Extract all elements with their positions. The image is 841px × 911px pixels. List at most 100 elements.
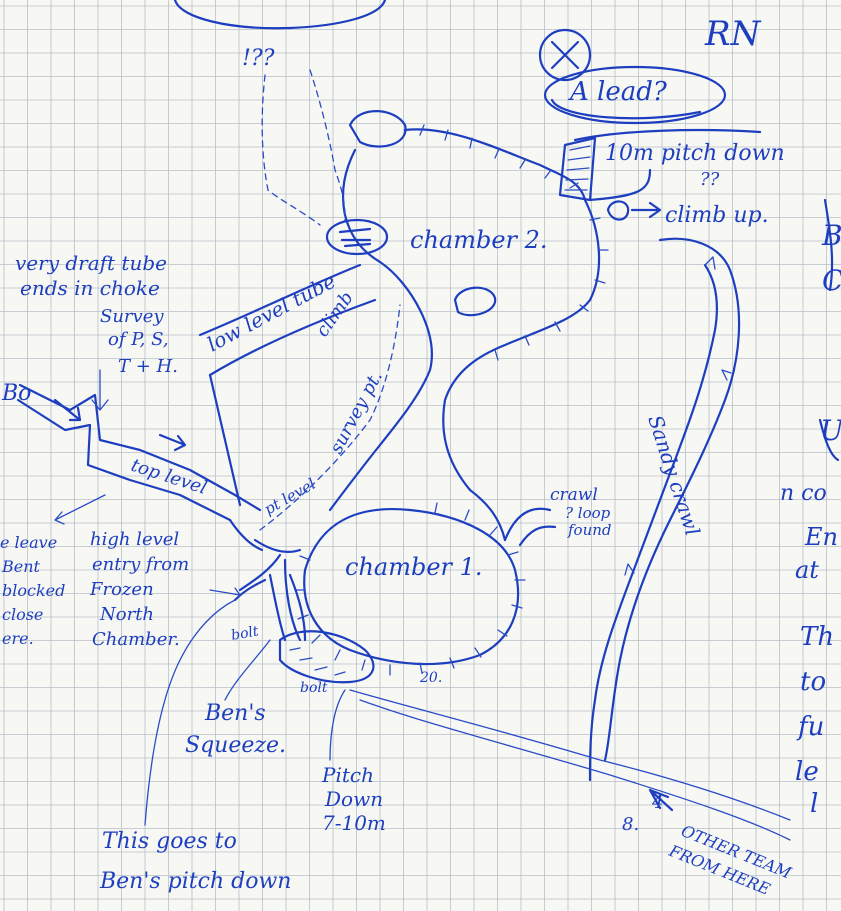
low-level-tube-upper [198,263,362,337]
top-oval-outline [173,0,387,30]
boulder-loop [348,110,407,148]
high-level-label-4: North [99,604,154,625]
pt-level-label: pt level [261,475,319,519]
a-lead-ellipse [543,65,727,125]
draft-tube-label-2: ends in choke [20,276,160,300]
chamber-2-pitch-marker [325,218,389,256]
left-note-5: ere. [2,629,34,648]
x-station-circle [538,28,592,82]
right-margin-u: U [820,414,841,447]
left-note-3: blocked [2,581,65,600]
pitch-box-hatching [564,145,591,191]
survey-leg-2 [261,74,321,226]
crawl-label-1: crawl [550,485,598,505]
top-level-label: top level [128,455,209,499]
crawl-loop [503,507,557,547]
survey-label-3: T + H. [118,356,178,377]
chamber-2-pitch-scribble [338,227,372,248]
low-level-tube-end [208,373,242,507]
right-margin-fu: fu [796,712,824,742]
a-lead-inner-ellipse [550,98,702,120]
pitch-qmarks-label: ?? [700,169,720,190]
left-note-1: e leave [0,533,57,552]
right-margin-c: C [822,264,841,297]
pitch-10m-label: 10m pitch down [605,141,785,166]
survey-line-east-2 [359,699,791,841]
leader-goes-to [144,599,236,826]
survey-leg-3 [309,69,346,221]
high-level-label-1: high level [90,529,179,550]
low-level-tube-lower [208,298,377,377]
bolt-oval [278,630,375,684]
pitch-down-label-1: Pitch [321,763,374,787]
draft-arrow-2 [158,433,187,452]
chamber-2-boulder [453,286,497,317]
sandy-crawl-arrow-3 [624,563,635,576]
sandy-crawl-arrow-2 [721,369,732,381]
leader-draft-tube [91,369,109,411]
station-4-label: 4 [651,792,663,813]
survey-pt-label: survey pt. [326,367,387,457]
high-level-label-2: entry from [92,554,189,575]
bens-squeeze-label-1: Ben's [204,701,266,726]
right-margin-co: n co [780,481,827,506]
high-level-label-5: Chamber. [92,629,180,650]
junction-branch-3 [268,573,307,642]
high-level-label-3: Frozen [89,579,154,600]
right-margin-at: at [795,556,819,584]
draft-passage-south-wall [16,398,232,522]
chamber-2-outline [403,128,601,542]
other-team-arrow [648,788,674,812]
bo-label: Bo [1,381,31,406]
left-note-2: Bent [1,557,41,576]
sandy-crawl-east-wall [603,237,741,762]
crawl-label-3: found [567,521,612,539]
right-margin-to: to [800,667,826,697]
rn-label: RN [704,14,762,54]
climb-up-loop [606,200,630,221]
survey-line-east [349,689,791,821]
right-margin-l: l [810,789,818,819]
bolt-label-2: bolt [300,680,328,696]
right-margin-le: le [795,757,819,787]
climb-up-label: climb up. [665,203,769,228]
chamber-2-hatching [419,124,609,361]
leader-bens-squeeze [224,639,271,701]
sandy-crawl-west-wall [588,263,719,782]
right-margin-bracket [818,198,840,462]
leader-pitch-down [329,689,346,761]
chamber-1-label: chamber 1. [345,553,483,581]
sandy-crawl-arrow-1 [704,256,716,270]
pitch-down-label-2: Down [324,787,383,811]
survey-label-1: Survey [100,306,164,327]
angle-20-label: 20. [419,670,442,686]
right-margin-th: Th [800,622,834,652]
junction-branch-1 [238,538,302,642]
chamber-1-hatching [294,502,526,676]
x-station-mark [550,40,580,70]
a-lead-label: A lead? [568,77,668,107]
right-margin-b: B [821,219,841,252]
station-8-label: 8. [622,814,639,835]
leader-high-level [54,494,106,525]
goes-to-label-1: This goes to [102,829,237,854]
draft-passage-north-wall [18,383,262,512]
sandy-crawl-label: Sandy crawl [643,412,705,538]
left-note-4: close [2,605,43,624]
draft-tube-label-1: very draft tube [15,251,167,275]
goes-to-label-2: Ben's pitch down [99,869,291,894]
pitch-down-label-3: 7-10m [322,811,386,835]
climb-up-arrow [630,201,662,219]
draft-arrow-1 [53,398,82,422]
survey-label-2: of P, S, [108,329,169,350]
top-question-label: !?? [242,46,275,71]
survey-leg [259,304,401,531]
pitch-down-outline [573,128,762,202]
bens-squeeze-label-2: Squeeze. [185,733,286,758]
low-level-tube-label: low level tube [203,269,339,357]
bolt-label-1: bolt [230,623,260,644]
right-margin-en: En [804,523,838,551]
